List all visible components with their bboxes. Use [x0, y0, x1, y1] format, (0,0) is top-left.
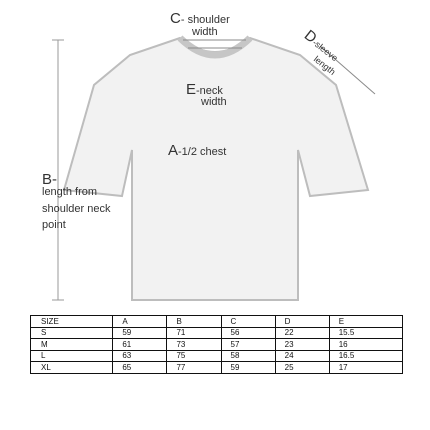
table-cell: 24: [274, 349, 330, 362]
collar: [177, 35, 253, 59]
shoulder-width-label: C- shoulder: [170, 9, 230, 28]
table-cell: 73: [166, 338, 222, 351]
table-cell: 61: [112, 338, 168, 351]
header-cell: B: [166, 315, 222, 328]
table-cell: 23: [274, 338, 330, 351]
table-cell: 77: [166, 361, 222, 374]
table-cell: 71: [166, 326, 222, 339]
table-cell: 16.5: [328, 349, 404, 362]
table-header-row: SIZE A B C D E: [29, 315, 404, 328]
table-cell: 63: [112, 349, 168, 362]
length-text-3: point: [42, 219, 66, 231]
sleeve-arrow: [319, 45, 376, 95]
header-cell: SIZE: [29, 315, 114, 328]
length-letter: B-: [42, 171, 57, 188]
tshirt-diagram: C- shoulder width D-sleeve length E-neck…: [42, 9, 376, 301]
chest-text: -1/2 chest: [178, 146, 227, 158]
chest-label: A-1/2 chest: [168, 141, 226, 160]
table-cell: M: [29, 338, 114, 351]
table-cell: 15.5: [328, 326, 404, 339]
table-row: L 63 75 58 24 16.5: [29, 349, 404, 362]
table-cell: 65: [112, 361, 168, 374]
table-row: M 61 73 57 23 16: [29, 338, 404, 351]
tshirt-outline: [62, 36, 370, 301]
header-cell: E: [328, 315, 404, 328]
table-cell: 16: [328, 338, 404, 351]
table-cell: 25: [274, 361, 330, 374]
table-row: XL 65 77 59 25 17: [29, 361, 404, 374]
shoulder-text-1: - shoulder: [180, 14, 230, 26]
table-row: S 59 71 56 22 15.5: [29, 326, 404, 339]
table-cell: 57: [220, 338, 276, 351]
shoulder-letter: C: [170, 10, 181, 27]
table-cell: 58: [220, 349, 276, 362]
length-text-1: length from: [42, 186, 98, 198]
header-cell: C: [220, 315, 276, 328]
table-cell: L: [29, 349, 114, 362]
neck-letter: E: [186, 81, 197, 98]
table-cell: 59: [112, 326, 168, 339]
table-cell: 17: [328, 361, 404, 374]
table-cell: XL: [29, 361, 114, 374]
neck-width-label: E-neck: [186, 80, 223, 99]
header-cell: D: [274, 315, 330, 328]
table-cell: 22: [274, 326, 330, 339]
table-cell: 59: [220, 361, 276, 374]
neck-text-2: width: [201, 96, 227, 108]
tshirt-drawing: [52, 35, 376, 301]
length-text-2: shoulder neck: [42, 203, 111, 215]
shoulder-text-2: width: [192, 26, 218, 38]
size-chart-table: SIZE A B C D E S 59 71 56 22 15.5 M 61 7…: [29, 315, 404, 374]
neck-text-1: -neck: [196, 85, 223, 97]
table-cell: 56: [220, 326, 276, 339]
table-cell: S: [29, 326, 114, 339]
table-cell: 75: [166, 349, 222, 362]
chest-letter: A: [168, 142, 179, 159]
header-cell: A: [112, 315, 168, 328]
